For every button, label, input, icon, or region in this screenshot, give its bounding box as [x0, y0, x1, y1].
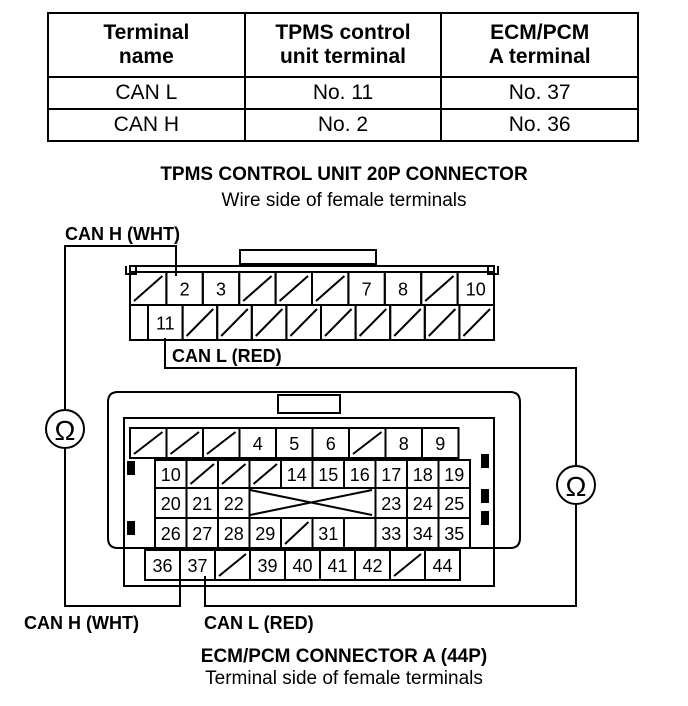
table-cell: No. 2 [243, 108, 443, 142]
empty-terminal-slash [358, 308, 387, 337]
table-cell: No. 11 [243, 76, 443, 110]
terminal-number: 7 [362, 280, 372, 300]
empty-terminal-slash [133, 275, 164, 302]
terminal-number: 24 [413, 494, 433, 514]
empty-terminal-slash [185, 308, 214, 337]
terminal-number: 21 [192, 494, 212, 514]
empty-terminal-slash [278, 275, 309, 302]
terminal-number: 2 [180, 280, 190, 300]
ecm-connector-subtitle: Terminal side of female terminals [205, 668, 483, 689]
terminal-cell [458, 304, 495, 341]
empty-terminal-slash [242, 275, 273, 302]
terminal-number: 31 [318, 524, 338, 544]
terminal-number: 9 [435, 434, 445, 454]
terminal-number: 42 [362, 556, 382, 576]
ohm-symbol: Ω [566, 471, 587, 502]
terminal-number: 22 [224, 494, 244, 514]
empty-terminal-slash [252, 463, 278, 485]
terminal-number: 27 [192, 524, 212, 544]
terminal-number: 23 [381, 494, 401, 514]
terminal-number: 44 [432, 556, 452, 576]
empty-terminal-slash [424, 275, 455, 302]
terminal-number: 39 [257, 556, 277, 576]
empty-terminal-slash [428, 308, 457, 337]
terminal-number: 33 [381, 524, 401, 544]
empty-terminal-slash [169, 431, 200, 455]
can-h-wire [64, 245, 181, 607]
terminal-number: 14 [287, 465, 307, 485]
terminal-cell [343, 517, 377, 549]
empty-terminal-slash [393, 553, 422, 577]
ohmmeter-left: Ω [45, 409, 85, 449]
ecm-connector: 4 5 6 8 9 10 14 15 16 17 18 19 20 21 22 23 24 25 26 27 28 29 3… [107, 391, 521, 587]
table-cell: CAN L [47, 76, 246, 110]
terminal-number: 19 [444, 465, 464, 485]
terminal-cell [424, 549, 461, 581]
terminal-number: 15 [318, 465, 338, 485]
table-cell: No. 36 [440, 108, 639, 142]
empty-terminal-slash [393, 308, 422, 337]
terminal-number: 34 [413, 524, 433, 544]
empty-terminal-slash [218, 553, 247, 577]
terminal-number: 6 [326, 434, 336, 454]
terminal-number: 8 [398, 280, 408, 300]
terminal-number: 3 [216, 280, 226, 300]
terminal-number: 41 [327, 556, 347, 576]
empty-terminal-slash [289, 308, 318, 337]
empty-terminal-slash [315, 275, 346, 302]
terminal-number: 17 [381, 465, 401, 485]
terminal-number: 10 [161, 465, 181, 485]
ohm-symbol: Ω [55, 415, 76, 446]
terminal-number: 28 [224, 524, 244, 544]
tpms-connector-title: TPMS CONTROL UNIT 20P CONNECTOR [160, 164, 528, 185]
tpms-connector-subtitle: Wire side of female terminals [221, 190, 467, 211]
terminal-number: 29 [255, 524, 275, 544]
empty-terminal-slash [221, 463, 247, 485]
blocked-terminal-block [248, 487, 377, 519]
empty-terminal-slash [352, 431, 383, 455]
terminal-number: 11 [156, 314, 175, 334]
table-row: CAN H No. 2 No. 36 [47, 108, 639, 142]
empty-terminal-slash [133, 431, 164, 455]
can-l-mid-label: CAN L (RED) [172, 346, 282, 366]
terminal-number: 36 [152, 556, 172, 576]
terminal-number: 4 [253, 434, 263, 454]
empty-terminal-slash [206, 431, 237, 455]
terminal-number: 40 [292, 556, 312, 576]
empty-terminal-slash [284, 521, 310, 545]
can-h-top-label: CAN H (WHT) [65, 224, 180, 244]
can-l-wire [164, 338, 577, 607]
ohmmeter-right: Ω [556, 465, 596, 505]
terminal-number: 18 [413, 465, 433, 485]
terminal-number: 20 [161, 494, 181, 514]
terminal-cell [421, 427, 460, 459]
terminal-number: 26 [161, 524, 181, 544]
empty-terminal-slash [324, 308, 353, 337]
terminal-number: 10 [466, 280, 486, 300]
terminal-number: 37 [187, 556, 207, 576]
table-cell: No. 37 [440, 76, 639, 110]
terminal-number: 8 [399, 434, 409, 454]
empty-terminal-slash [255, 308, 284, 337]
terminal-cell [437, 517, 471, 549]
can-l-bottom-label: CAN L (RED) [204, 613, 314, 633]
ecm-connector-title: ECM/PCM CONNECTOR A (44P) [200, 646, 488, 667]
tpms-connector: 2 3 7 8 10 11 [125, 249, 499, 341]
can-h-bottom-label: CAN H (WHT) [24, 613, 139, 633]
empty-terminal-slash [462, 308, 491, 337]
empty-terminal-slash [220, 308, 249, 337]
terminal-number: 16 [350, 465, 370, 485]
empty-terminal-slash [189, 463, 215, 485]
table-row: CAN L No. 11 No. 37 [47, 76, 639, 110]
terminal-number: 35 [444, 524, 464, 544]
terminal-number: 25 [444, 494, 464, 514]
terminal-number: 5 [289, 434, 299, 454]
table-cell: CAN H [47, 108, 246, 142]
